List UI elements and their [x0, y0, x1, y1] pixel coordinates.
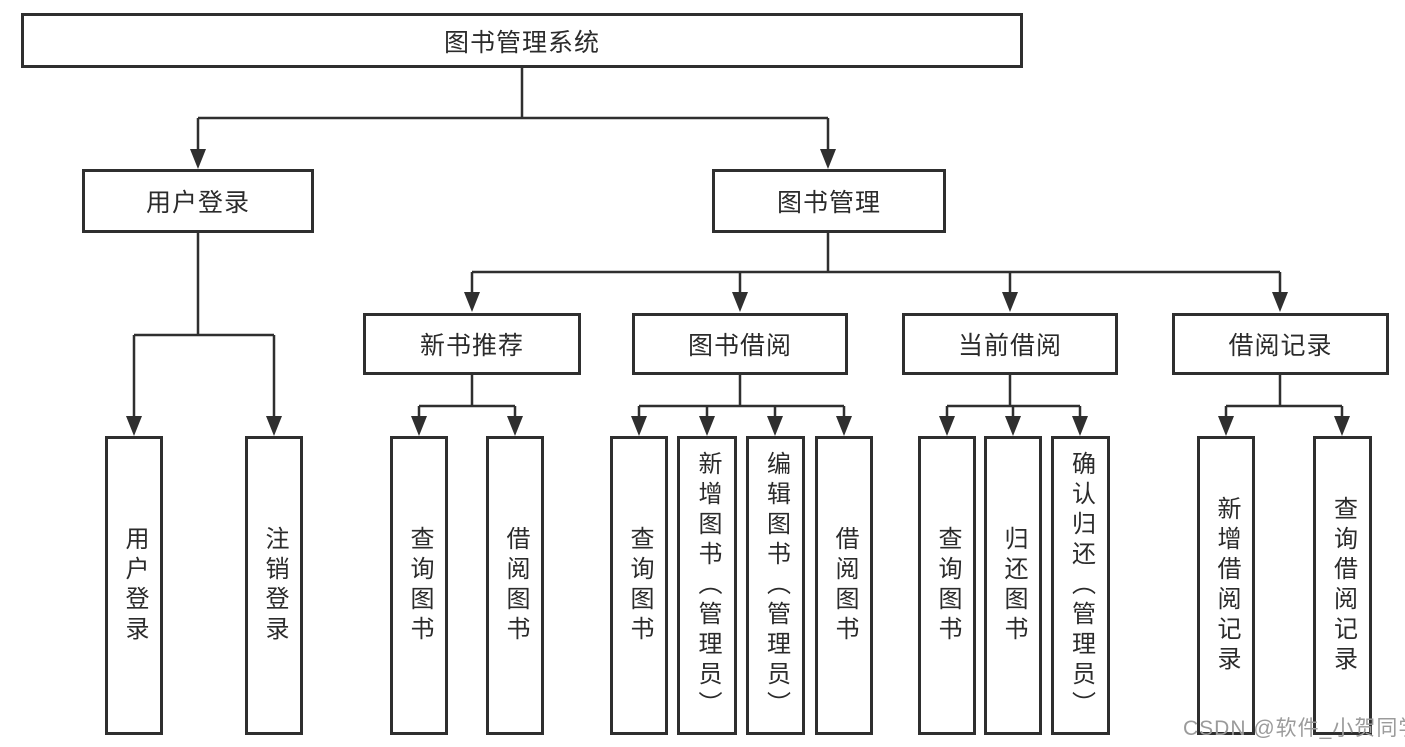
leaf-add-borrow-record: 新增借阅记录: [1197, 436, 1255, 735]
leaf-query-books-borrow: 查询图书: [610, 436, 668, 735]
node-book-management: 图书管理: [712, 169, 946, 233]
leaf-confirm-return-admin: 确认归还（管理员）: [1051, 436, 1110, 735]
leaf-user-login: 用户登录: [105, 436, 163, 735]
leaf-borrow-books-recommend: 借阅图书: [486, 436, 544, 735]
leaf-logout: 注销登录: [245, 436, 303, 735]
watermark: CSDN @软件_小贺同学: [1183, 717, 1405, 740]
leaf-edit-books-admin: 编辑图书（管理员）: [746, 436, 805, 735]
leaf-query-borrow-record: 查询借阅记录: [1313, 436, 1372, 735]
leaf-borrow-books: 借阅图书: [815, 436, 873, 735]
node-new-book-recommendation: 新书推荐: [363, 313, 581, 375]
node-borrowing-records: 借阅记录: [1172, 313, 1389, 375]
leaf-query-books-recommend: 查询图书: [390, 436, 448, 735]
node-book-borrowing: 图书借阅: [632, 313, 848, 375]
leaf-add-books-admin: 新增图书（管理员）: [677, 436, 737, 735]
node-root-library-system: 图书管理系统: [21, 13, 1023, 68]
node-current-borrowing: 当前借阅: [902, 313, 1118, 375]
arrowheads: [126, 149, 1350, 436]
leaf-return-books: 归还图书: [984, 436, 1042, 735]
node-user-login: 用户登录: [82, 169, 314, 233]
leaf-query-books-current: 查询图书: [918, 436, 976, 735]
